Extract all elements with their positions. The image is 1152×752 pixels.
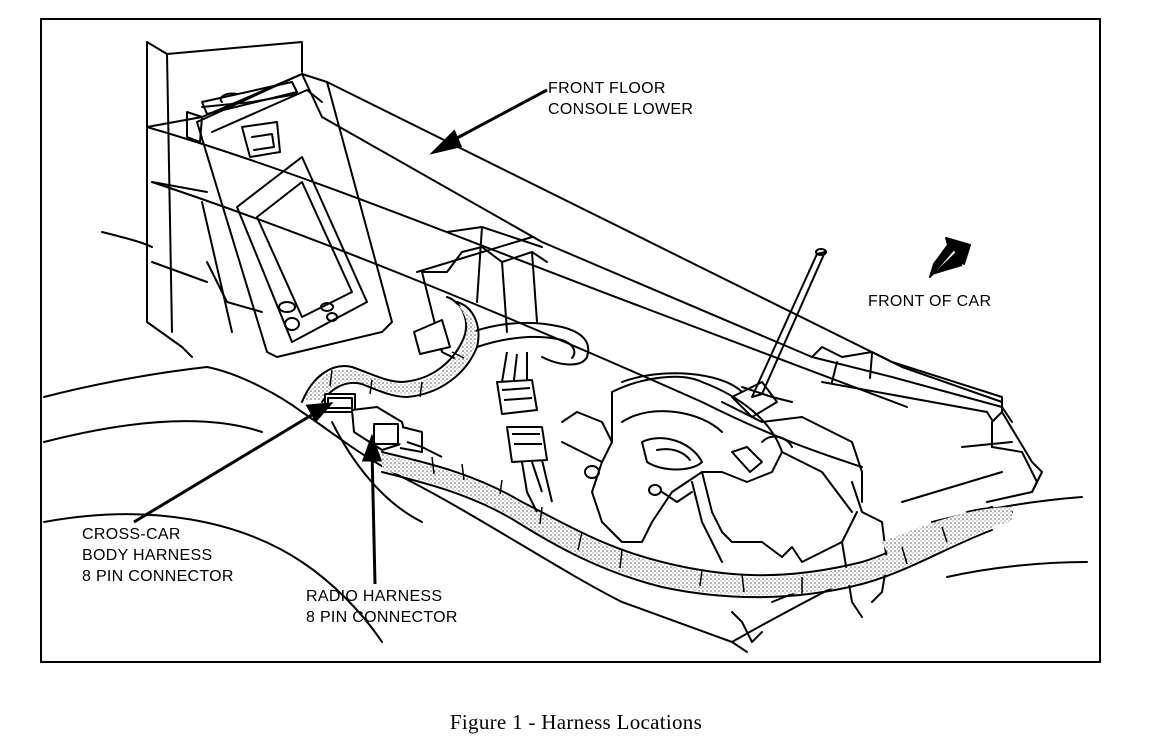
arrow-front-floor-console <box>443 88 548 147</box>
figure-frame <box>40 18 1101 663</box>
harness-stipple <box>382 454 992 596</box>
arrow-cross-car <box>133 408 321 524</box>
console-rear-block <box>146 41 193 358</box>
figure-caption: Figure 1 - Harness Locations <box>449 710 703 734</box>
cross-car-label: CROSS-CAR BODY HARNESS 8 PIN CONNECTOR <box>82 524 234 587</box>
connector-upper <box>496 379 538 415</box>
console-side-bracket <box>196 73 393 358</box>
front-floor-console-label: FRONT FLOOR CONSOLE LOWER <box>548 78 693 120</box>
front-of-car-label: FRONT OF CAR <box>868 293 992 310</box>
front-floor-console-line-2: CONSOLE LOWER <box>548 101 694 118</box>
radio-harness-line-2: 8 PIN CONNECTOR <box>306 609 458 626</box>
cross-car-line-2: BODY HARNESS <box>82 547 213 564</box>
carpet-outline <box>43 366 748 653</box>
console-top-rail <box>301 73 1013 423</box>
radio-harness-line-1: RADIO HARNESS <box>306 588 443 605</box>
front-floor-console-line-1: FRONT FLOOR <box>548 80 666 97</box>
front-of-car-arrow <box>929 237 971 278</box>
arrow-radio-harness <box>370 449 377 585</box>
shift-lever <box>751 251 826 398</box>
cross-car-line-1: CROSS-CAR <box>82 526 181 543</box>
cross-car-line-3: 8 PIN CONNECTOR <box>82 568 234 585</box>
shifter-plate <box>591 375 783 543</box>
radio-harness-label: RADIO HARNESS 8 PIN CONNECTOR <box>306 586 458 628</box>
console-illustration <box>43 41 1088 653</box>
radio-harness-connector <box>373 423 399 445</box>
console-front-frame <box>811 346 1003 448</box>
